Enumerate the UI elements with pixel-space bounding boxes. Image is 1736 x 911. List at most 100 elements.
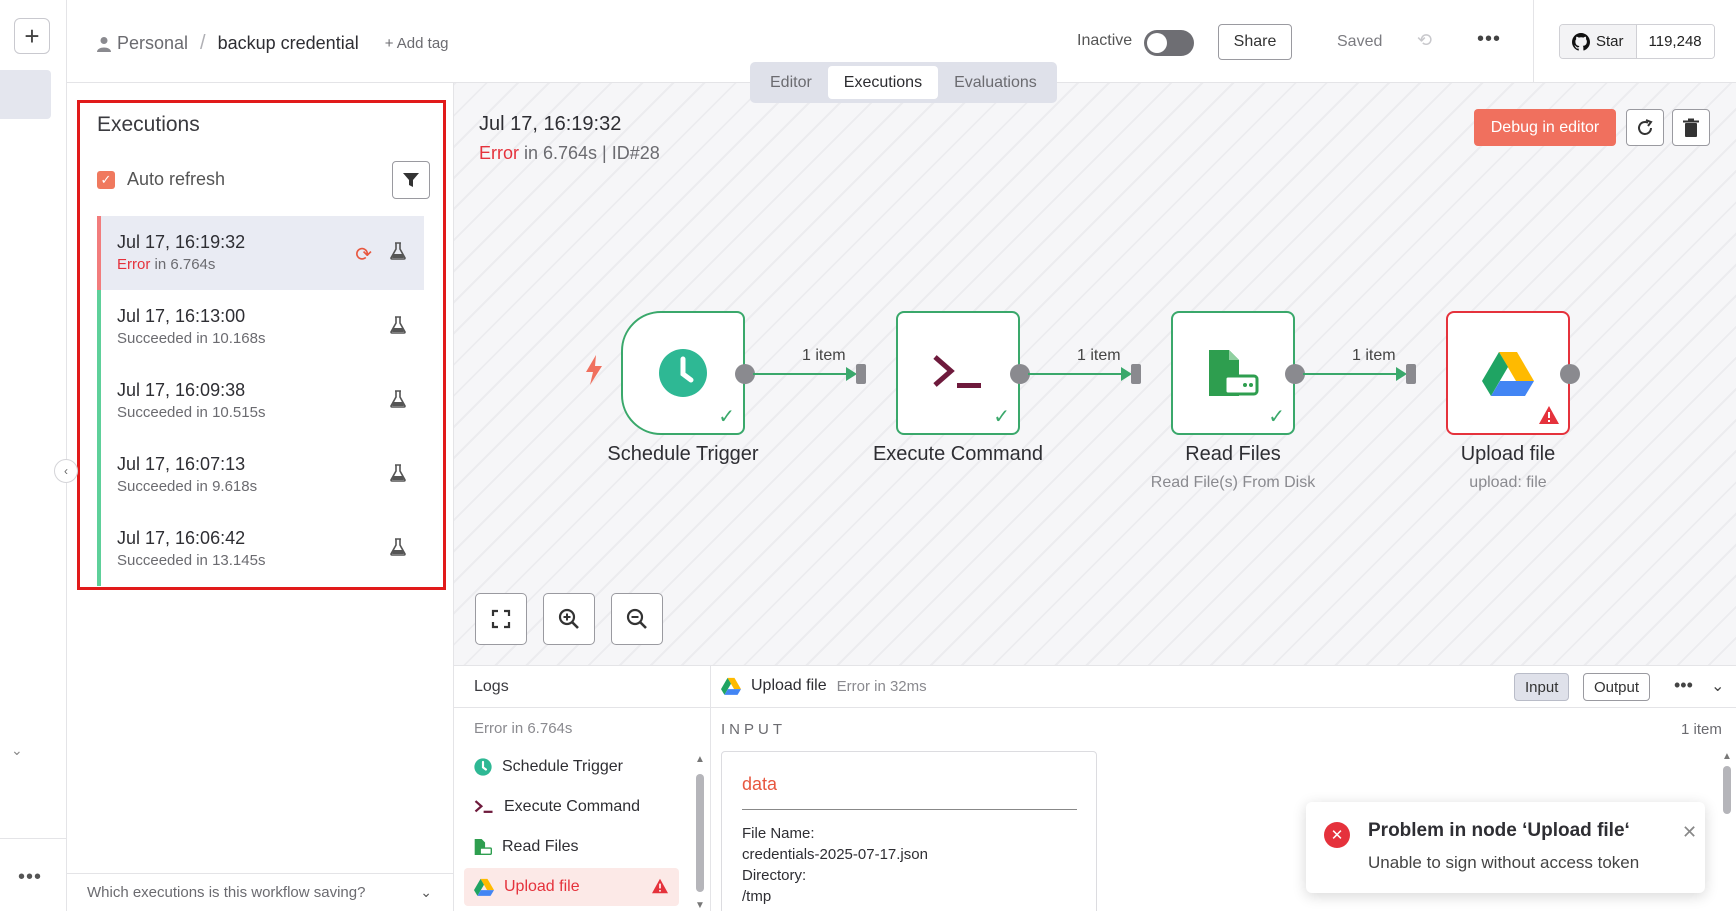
- node-upload-file[interactable]: [1446, 311, 1570, 435]
- node-label: Read Files: [1185, 443, 1281, 465]
- execution-item[interactable]: Jul 17, 16:06:42 Succeeded in 13.145s: [97, 512, 424, 586]
- fullscreen-icon: [491, 609, 511, 629]
- collapse-sidebar-button[interactable]: ‹: [54, 459, 78, 483]
- output-port[interactable]: [1285, 364, 1305, 384]
- chevron-down-icon[interactable]: ⌄: [420, 884, 432, 900]
- execution-item[interactable]: Jul 17, 16:13:00 Succeeded in 10.168s: [97, 290, 424, 364]
- add-icon[interactable]: +: [14, 18, 50, 54]
- data-key: Directory:: [742, 867, 807, 884]
- execution-item[interactable]: Jul 17, 16:09:38 Succeeded in 10.515s: [97, 364, 424, 438]
- output-port[interactable]: [1010, 364, 1030, 384]
- input-port[interactable]: [1406, 364, 1416, 384]
- scroll-up-icon[interactable]: ▲: [695, 754, 705, 765]
- log-item-read-files[interactable]: Read Files: [464, 828, 679, 866]
- share-button[interactable]: Share: [1218, 24, 1292, 60]
- execution-item[interactable]: Jul 17, 16:19:32 Error in 6.764s ⟳: [97, 216, 424, 290]
- node-subtitle: upload: file: [1469, 474, 1547, 491]
- executions-sidebar: Executions ✓ Auto refresh Jul 17, 16:19:…: [67, 83, 454, 911]
- fit-view-button[interactable]: [475, 593, 527, 645]
- tab-executions[interactable]: Executions: [827, 66, 939, 99]
- output-toggle-button[interactable]: Output: [1583, 673, 1651, 701]
- details-scrollbar[interactable]: ▲: [1721, 751, 1733, 911]
- history-icon[interactable]: ⟲: [1417, 30, 1433, 50]
- run-date: Jul 17, 16:19:32: [479, 113, 622, 135]
- file-drive-icon: [474, 839, 492, 855]
- zoom-out-button[interactable]: [611, 593, 663, 645]
- input-toggle-button[interactable]: Input: [1514, 673, 1570, 701]
- debug-in-editor-button[interactable]: Debug in editor: [1474, 109, 1616, 146]
- flask-icon[interactable]: [390, 316, 406, 339]
- log-details: Upload file Error in 32ms Input Output •…: [711, 666, 1736, 911]
- run-status-word: Error: [479, 143, 519, 163]
- connection[interactable]: [753, 373, 853, 375]
- workflow-canvas[interactable]: Jul 17, 16:19:32 Error in 6.764s | ID#28…: [454, 83, 1736, 665]
- success-check-icon: ✓: [1268, 406, 1285, 428]
- workflow-name[interactable]: backup credential: [217, 33, 359, 53]
- warning-icon: [652, 878, 668, 894]
- more-options-icon[interactable]: •••: [1674, 675, 1693, 695]
- chevron-down-icon[interactable]: ⌄: [11, 742, 23, 758]
- more-options-icon[interactable]: •••: [1477, 28, 1502, 50]
- execution-status: Succeeded in 10.168s: [117, 330, 266, 347]
- retry-button[interactable]: [1626, 109, 1664, 146]
- delete-button[interactable]: [1672, 109, 1710, 146]
- auto-refresh-checkbox[interactable]: ✓: [97, 170, 115, 189]
- node-execute-command[interactable]: ✓: [896, 311, 1020, 435]
- zoom-in-button[interactable]: [543, 593, 595, 645]
- data-value: /tmp: [742, 888, 772, 905]
- tab-evaluations[interactable]: Evaluations: [954, 73, 1037, 91]
- terminal-icon: [933, 355, 981, 388]
- output-port[interactable]: [1560, 364, 1580, 384]
- execution-date: Jul 17, 16:09:38: [117, 380, 246, 400]
- connection[interactable]: [1303, 373, 1403, 375]
- log-item-schedule-trigger[interactable]: Schedule Trigger: [464, 748, 679, 786]
- output-port[interactable]: [735, 364, 755, 384]
- edge-label: 1 item: [1352, 347, 1396, 364]
- chevron-down-icon[interactable]: ⌄: [1711, 678, 1725, 695]
- log-item-label: Execute Command: [504, 798, 641, 815]
- log-details-header: Upload file Error in 32ms Input Output •…: [711, 666, 1736, 708]
- flask-icon[interactable]: [390, 464, 406, 487]
- filter-icon: [403, 173, 419, 187]
- node-read-files[interactable]: ✓: [1171, 311, 1295, 435]
- node-subtitle: Read File(s) From Disk: [1150, 474, 1316, 491]
- scroll-thumb[interactable]: [1723, 766, 1731, 814]
- execution-status: Succeeded in 9.618s: [117, 478, 258, 495]
- connection-arrow: [1396, 367, 1407, 381]
- scroll-up-icon[interactable]: ▲: [1722, 751, 1732, 762]
- log-item-upload-file[interactable]: Upload file: [464, 868, 679, 906]
- logs-scrollbar[interactable]: ▲ ▼: [694, 754, 706, 911]
- node-schedule-trigger[interactable]: ✓: [621, 311, 745, 435]
- connection-arrow: [846, 367, 857, 381]
- project-link[interactable]: Personal: [97, 33, 188, 54]
- auto-refresh[interactable]: ✓ Auto refresh: [97, 169, 225, 190]
- tab-editor[interactable]: Editor: [770, 73, 812, 91]
- add-tag-link[interactable]: + Add tag: [384, 35, 449, 52]
- data-key: File Name:: [742, 825, 815, 842]
- filter-button[interactable]: [392, 161, 430, 199]
- data-heading: data: [742, 774, 778, 794]
- input-section-label: INPUT: [721, 721, 786, 738]
- user-icon: [97, 36, 111, 52]
- flask-icon[interactable]: [390, 242, 406, 265]
- retry-icon[interactable]: ⟳: [355, 244, 372, 266]
- active-toggle[interactable]: [1144, 30, 1194, 56]
- flask-icon[interactable]: [390, 538, 406, 561]
- input-port[interactable]: [856, 364, 866, 384]
- scroll-thumb[interactable]: [696, 774, 704, 892]
- sidebar-active-item[interactable]: [0, 70, 51, 119]
- breadcrumb-separator: /: [200, 32, 206, 54]
- more-options-icon[interactable]: •••: [18, 866, 43, 888]
- github-icon: [1572, 32, 1590, 51]
- scroll-down-icon[interactable]: ▼: [695, 900, 705, 911]
- log-item-execute-command[interactable]: Execute Command: [464, 788, 679, 826]
- saving-settings-question[interactable]: Which executions is this workflow saving…: [67, 873, 454, 911]
- github-star-button[interactable]: Star 119,248: [1559, 24, 1715, 59]
- data-divider: [742, 809, 1077, 810]
- input-port[interactable]: [1131, 364, 1141, 384]
- flask-icon[interactable]: [390, 390, 406, 413]
- connection[interactable]: [1028, 373, 1128, 375]
- execution-item[interactable]: Jul 17, 16:07:13 Succeeded in 9.618s: [97, 438, 424, 512]
- breadcrumb: Personal / backup credential + Add tag: [97, 32, 449, 55]
- close-icon[interactable]: ✕: [1682, 822, 1698, 842]
